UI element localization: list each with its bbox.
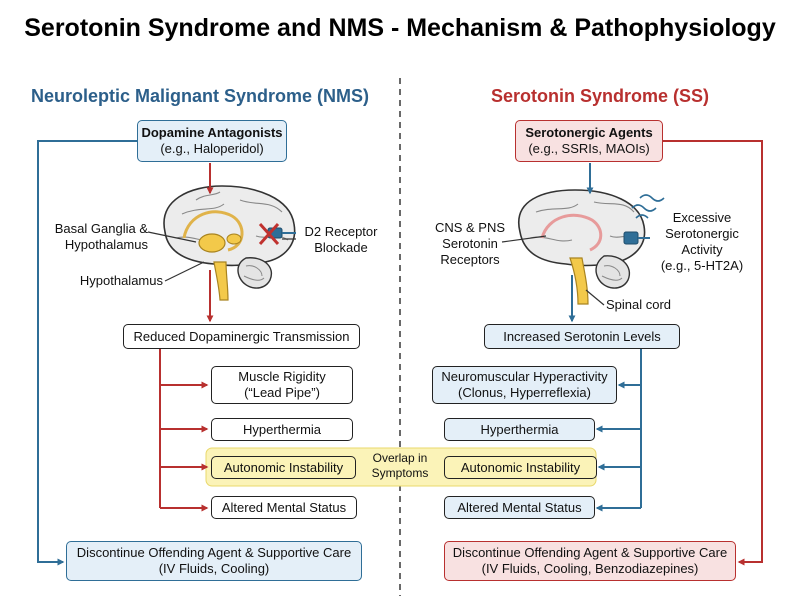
nms-d2-label: D2 Receptor Blockade <box>296 224 386 256</box>
ss-symptom-hyperthermia: Hyperthermia <box>444 418 595 441</box>
ss-receptors-label: CNS & PNS Serotonin Receptors <box>432 220 508 268</box>
nms-symptom-hyperthermia: Hyperthermia <box>211 418 353 441</box>
nms-d2-label-line2: Blockade <box>314 240 368 255</box>
ss-treatment-box: Discontinue Offending Agent & Supportive… <box>444 541 736 581</box>
ss-symptom-autonomic: Autonomic Instability <box>444 456 597 479</box>
ss-agent-box: Serotonergic Agents (e.g., SSRIs, MAOIs) <box>515 120 663 162</box>
nms-agent-box: Dopamine Antagonists (e.g., Haloperidol) <box>137 120 287 162</box>
nms-symptom-rigidity-line1: Muscle Rigidity <box>238 369 326 384</box>
nms-agent-example: (e.g., Haloperidol) <box>160 141 264 156</box>
nms-treatment-line1: Discontinue Offending Agent & Supportive… <box>76 545 352 560</box>
nms-basal-label-line2: Hypothalamus <box>64 237 148 252</box>
ss-spinal-label: Spinal cord <box>606 297 672 312</box>
overlap-label: Overlap in Symptoms <box>362 451 438 481</box>
nms-symptom-rigidity: Muscle Rigidity (“Lead Pipe”) <box>211 366 353 404</box>
nms-basal-label: Basal Ganglia & Hypothalamus <box>40 221 148 253</box>
ss-symptom-neuromuscular-line1: Neuromuscular Hyperactivity <box>441 369 608 384</box>
overlap-label-line2: Symptoms <box>371 466 429 480</box>
nms-symptom-rigidity-line2: (“Lead Pipe”) <box>244 385 320 400</box>
ss-excessive-label-line1: Excessive <box>672 210 732 225</box>
ss-receptors-label-line2: Serotonin <box>442 236 498 251</box>
ss-heading: Serotonin Syndrome (SS) <box>490 86 710 106</box>
nms-d2-label-line1: D2 Receptor <box>304 224 378 239</box>
ss-treatment-line2: (IV Fluids, Cooling, Benzodiazepines) <box>481 561 699 576</box>
ss-excessive-label-line4: (e.g., 5-HT2A) <box>660 258 744 273</box>
ss-excessive-label-line3: Activity <box>681 242 723 257</box>
ss-symptom-mental-status: Altered Mental Status <box>444 496 595 519</box>
nms-hypothalamus-label: Hypothalamus <box>79 273 163 288</box>
nms-brain-illustration <box>163 185 296 301</box>
nms-agent-title: Dopamine Antagonists <box>141 125 283 140</box>
nms-treatment-box: Discontinue Offending Agent & Supportive… <box>66 541 362 581</box>
nms-heading: Neuroleptic Malignant Syndrome (NMS) <box>30 86 370 106</box>
nms-treatment-line2: (IV Fluids, Cooling) <box>158 561 270 576</box>
nms-symptom-mental-status: Altered Mental Status <box>211 496 357 519</box>
ss-receptors-label-line1: CNS & PNS <box>434 220 506 235</box>
ss-agent-example: (e.g., SSRIs, MAOIs) <box>528 141 650 156</box>
ss-treatment-line1: Discontinue Offending Agent & Supportive… <box>452 545 728 560</box>
ss-symptom-neuromuscular: Neuromuscular Hyperactivity (Clonus, Hyp… <box>432 366 617 404</box>
ss-excessive-label: Excessive Serotonergic Activity (e.g., 5… <box>652 210 752 274</box>
ss-receptors-label-line3: Receptors <box>440 252 500 267</box>
page-title: Serotonin Syndrome and NMS - Mechanism &… <box>24 14 776 42</box>
nms-basal-label-line1: Basal Ganglia & <box>54 221 148 236</box>
overlap-label-line1: Overlap in <box>372 451 428 465</box>
ss-symptom-neuromuscular-line2: (Clonus, Hyperreflexia) <box>458 385 591 400</box>
ss-excessive-label-line2: Serotonergic <box>665 226 739 241</box>
ss-brain-illustration <box>517 189 665 305</box>
ss-mechanism-box: Increased Serotonin Levels <box>484 324 680 349</box>
nms-mechanism-box: Reduced Dopaminergic Transmission <box>123 324 360 349</box>
ss-agent-title: Serotonergic Agents <box>525 125 653 140</box>
nms-symptom-autonomic: Autonomic Instability <box>211 456 356 479</box>
